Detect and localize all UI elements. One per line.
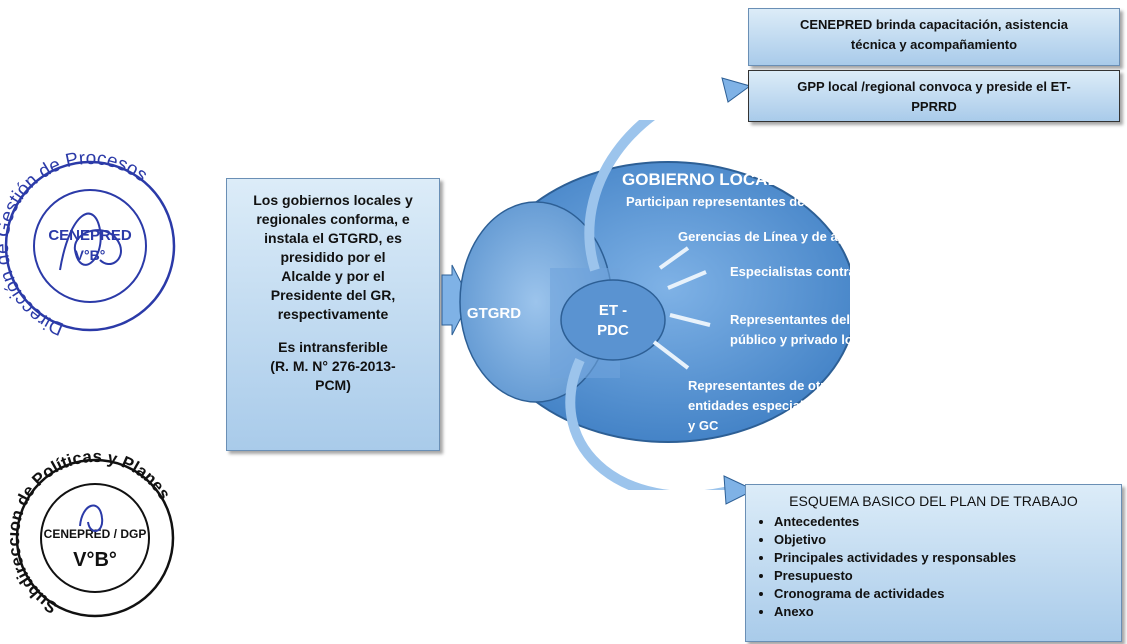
item-especialistas: Especialistas contratados [730,264,850,279]
plan-list: Antecedentes Objetivo Principales activi… [756,513,1111,621]
et-pdc-label-1: ET - [599,302,627,319]
gobierno-subtitle: Participan representantes de: [626,194,809,209]
stamp1-center-text: CENEPRED [48,227,132,244]
item-otras-entidades-2: entidades especializadas en GP [688,398,850,413]
description-text: Los gobiernos locales y regionales confo… [253,192,413,393]
item-otras-entidades-3: y GC [688,418,719,433]
list-item: Anexo [774,603,1111,621]
list-item: Presupuesto [774,567,1111,585]
stamp-subdireccion-politicas: Subdirección de Políticas y Planes CENEP… [10,448,175,617]
signature-scribble [59,212,122,271]
gpp-convoca-box: GPP local /regional convoca y preside el… [748,70,1120,122]
arrow-head-bottom [723,475,756,505]
stamp-direccion-gestion-procesos: Dirección de Gestión de Procesos CENEPRE… [0,150,176,339]
plan-title: ESQUEMA BASICO DEL PLAN DE TRABAJO [789,493,1078,509]
et-pdc-ellipse [560,279,666,361]
item-representantes-sector-1: Representantes del sector [730,312,850,327]
gtgrd-description-box: Los gobiernos locales y regionales confo… [226,178,440,451]
plan-trabajo-box: ESQUEMA BASICO DEL PLAN DE TRABAJO Antec… [745,484,1122,642]
item-representantes-sector-2: público y privado local/regional [730,332,850,347]
list-item: Objetivo [774,531,1111,549]
list-item: Cronograma de actividades [774,585,1111,603]
curved-arrow-to-bottom [565,357,741,490]
item-gerencias: Gerencias de Línea y de apoyo [678,229,850,244]
gtgrd-label: GTGRD [467,305,521,322]
cenepred-capacitacion-box: CENEPRED brinda capacitación, asistencia… [748,8,1120,66]
item-otras-entidades-1: Representantes de otras [688,378,840,393]
curved-arrow-to-top [584,120,656,272]
stamp2-center-text: CENEPRED / DGP [44,527,147,541]
list-item: Antecedentes [774,513,1111,531]
gobierno-title: GOBIERNO LOCAL/REGIONAL [622,170,850,189]
stamp2-vb-text: V°B° [73,549,117,571]
signature-scribble-2 [79,504,104,532]
governance-diagram: GTGRD ET - PDC GOBIERNO LOCAL/REGIONAL P… [441,120,850,490]
list-item: Principales actividades y responsables [774,549,1111,567]
et-pdc-label-2: PDC [597,322,629,339]
double-arrows [652,246,711,370]
arrow-heads [721,77,752,103]
